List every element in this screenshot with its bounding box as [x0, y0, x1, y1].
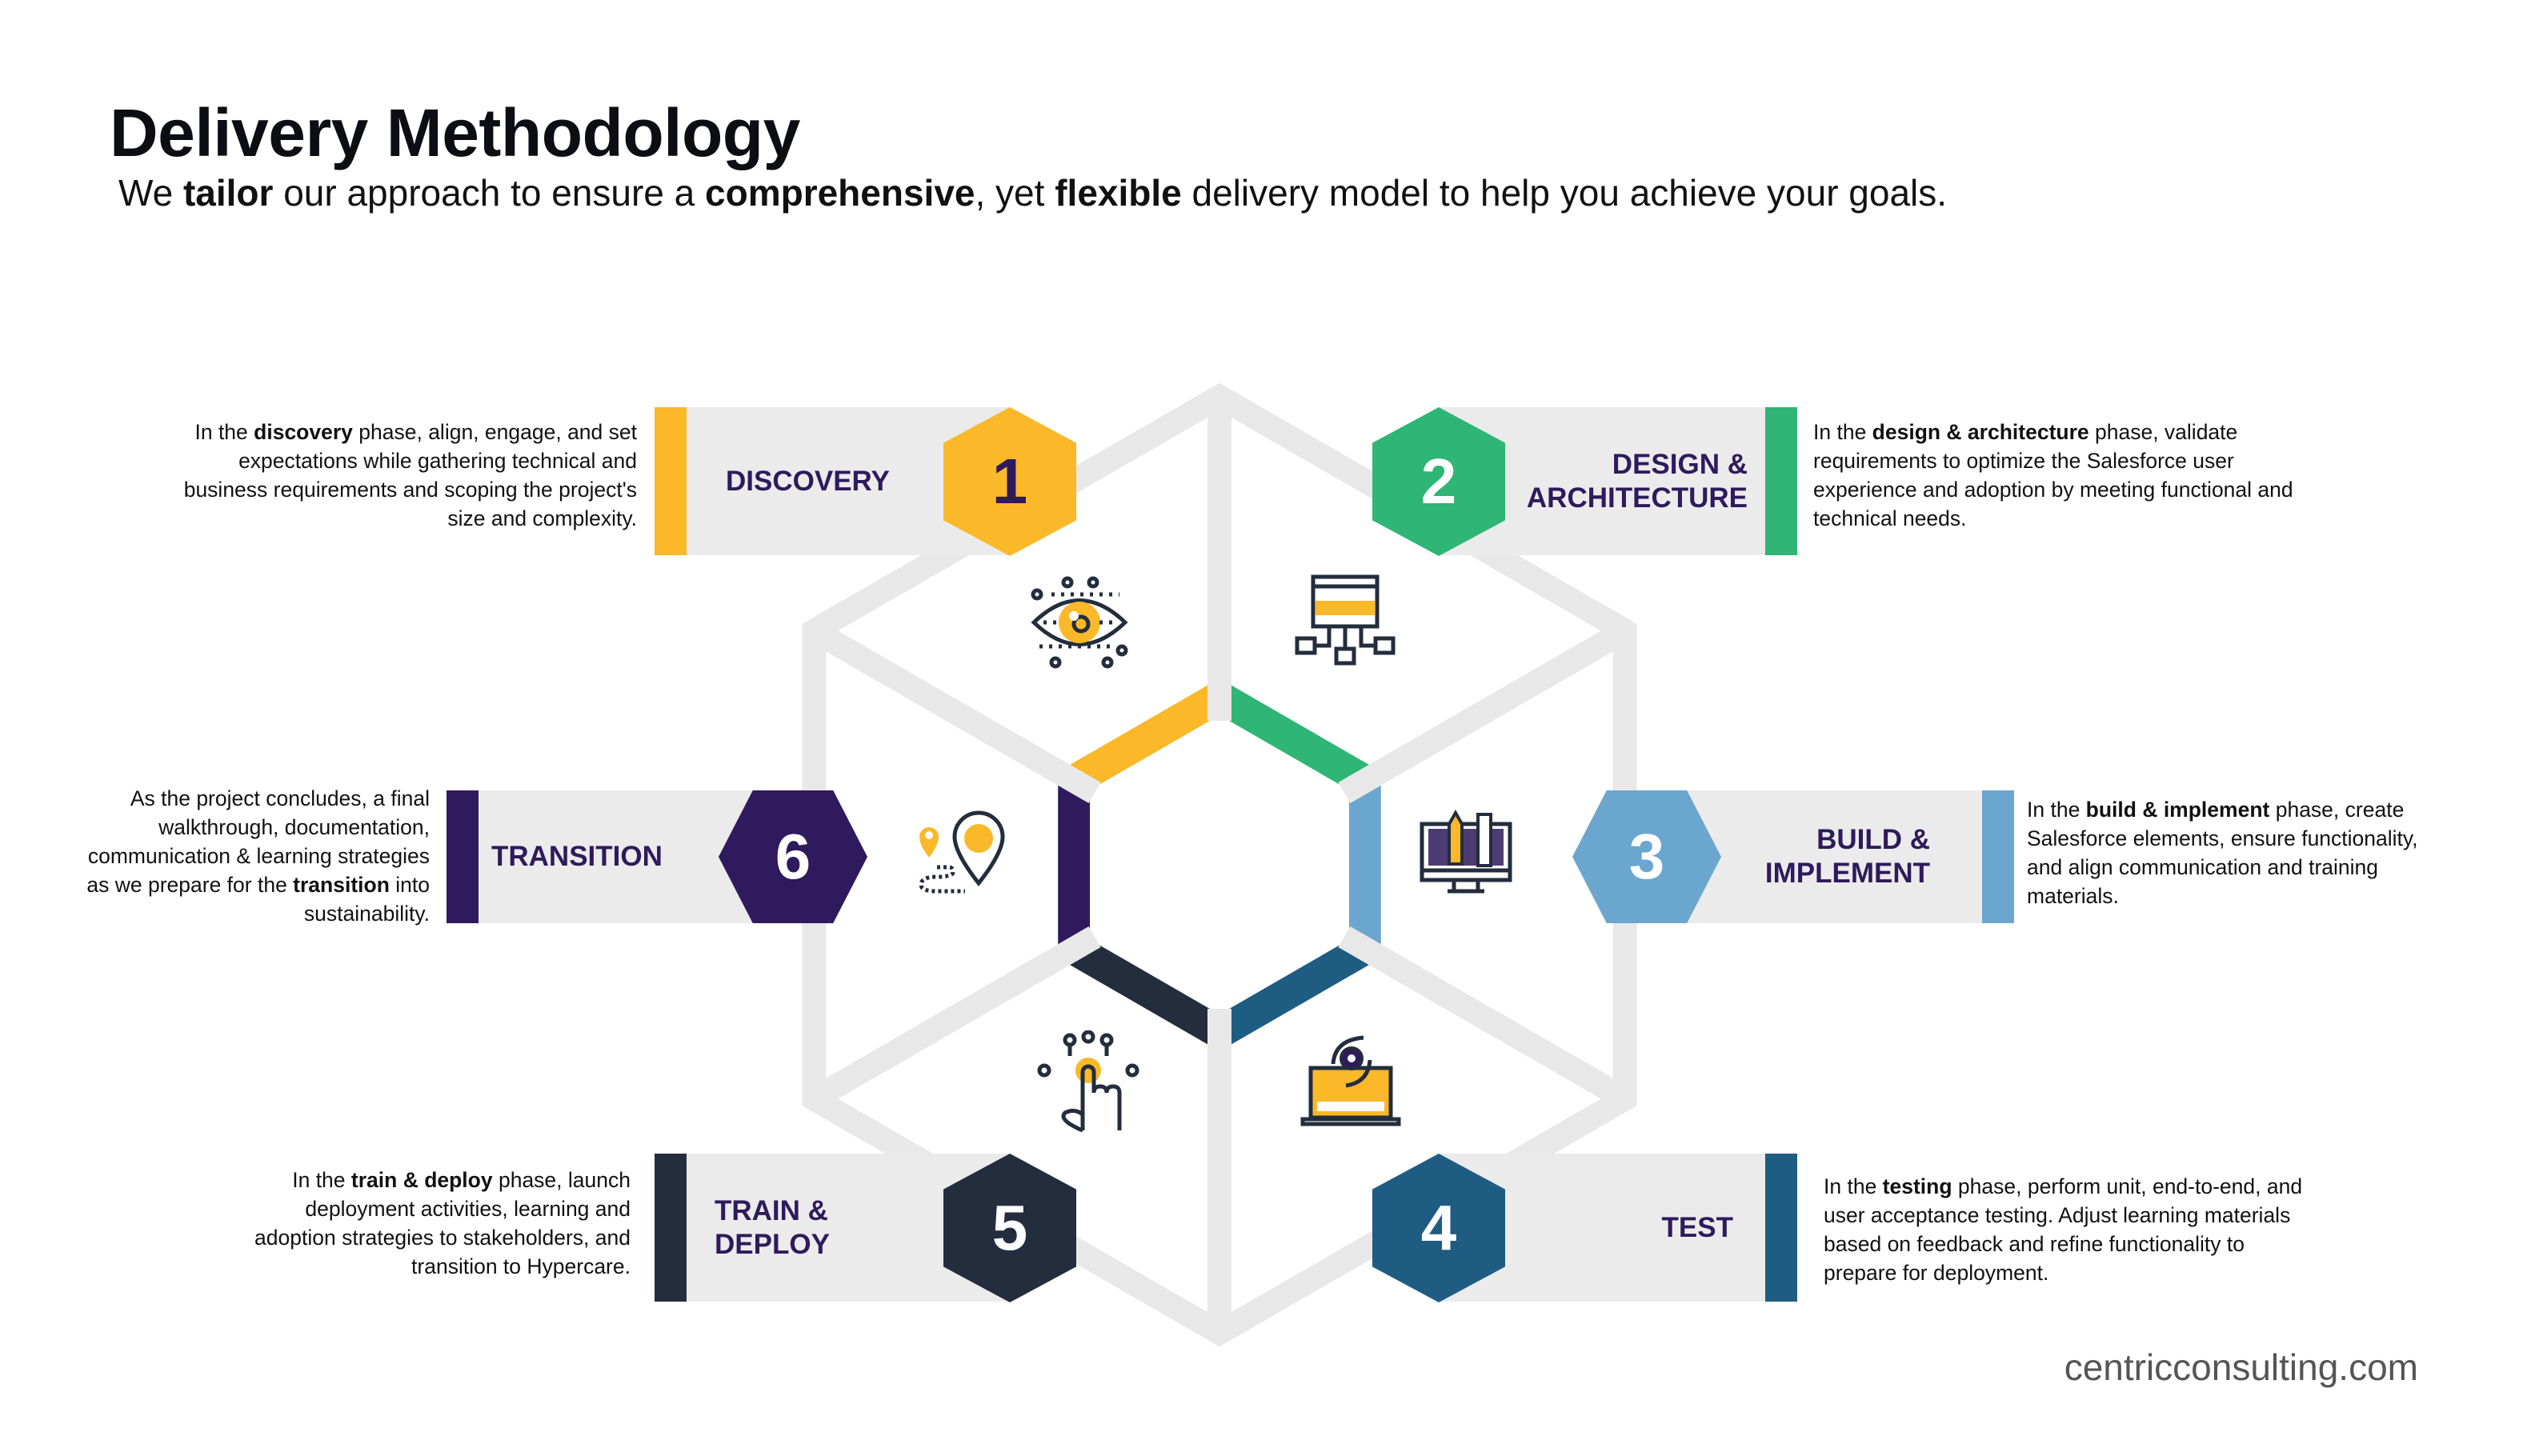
phase-label: DISCOVERY [726, 465, 890, 497]
desc-text: phase, validate requirements to optimize… [1813, 420, 2293, 530]
phase-description-discovery: In the discovery phase, align, engage, a… [178, 418, 637, 533]
desc-bold: transition [293, 873, 390, 897]
phase-label-line: IMPLEMENT [1764, 858, 1930, 889]
hexagon-spoke [807, 620, 1101, 803]
phase-description-test: In the testing phase, perform unit, end-… [1824, 1172, 2312, 1287]
subtitle-bold: flexible [1055, 172, 1182, 214]
desc-bold: design & architecture [1872, 420, 2089, 444]
center-band-test [1219, 939, 1381, 1051]
phase-number-badge-3: 3 [1572, 790, 1721, 923]
phase-number-badge-6: 6 [719, 790, 867, 923]
phase-number-badge-2: 2 [1372, 407, 1505, 556]
phase-label: TEST [1661, 1211, 1733, 1243]
desc-text: phase, perform unit, end-to-end, and use… [1824, 1174, 2303, 1285]
color-stripe [447, 790, 479, 923]
color-stripe [655, 1154, 687, 1302]
monitor-design-icon [1420, 809, 1512, 894]
center-band-train [1058, 939, 1219, 1051]
desc-text: In the [292, 1168, 351, 1192]
center-band-build [1348, 771, 1381, 958]
center-band-discovery [1058, 678, 1219, 790]
phase-label-line: TRAIN & [715, 1194, 828, 1226]
page-subtitle: We tailor our approach to ensure a compr… [118, 171, 1947, 214]
phase-description-design: In the design & architecture phase, vali… [1813, 418, 2293, 533]
hand-touch-icon [1037, 1030, 1139, 1133]
phase-description-train: In the train & deploy phase, launch depl… [240, 1166, 631, 1281]
phase-description-transition: As the project concludes, a final walkth… [80, 784, 430, 928]
center-band-transition [1058, 771, 1091, 958]
desc-bold: build & implement [2085, 798, 2270, 822]
desc-text: In the [1824, 1174, 1883, 1198]
desc-text: phase, create Salesforce elements, ensur… [2027, 798, 2418, 908]
subtitle-text: delivery model to help you achieve your … [1181, 172, 1948, 214]
map-pin-route-icon [919, 810, 1005, 894]
desc-text: into sustainability. [303, 873, 430, 926]
website-footer: centricconsulting.com [2064, 1346, 2418, 1388]
phase-label: TRANSITION [491, 841, 663, 872]
desc-bold: discovery [254, 420, 353, 444]
desc-text: In the [2027, 798, 2086, 822]
phase-label: DESIGN &ARCHITECTURE [1527, 448, 1748, 515]
hexagon-spoke [1338, 620, 1632, 803]
color-stripe [655, 407, 687, 555]
subtitle-bold: tailor [182, 172, 274, 214]
phase-label: TRAIN &DEPLOY [715, 1194, 830, 1262]
desc-text: As the project concludes, a final walkth… [86, 786, 430, 897]
laptop-refresh-icon [1300, 1035, 1401, 1126]
phase-label-line: ARCHITECTURE [1526, 482, 1748, 514]
color-stripe [1765, 1154, 1797, 1302]
desc-text: In the [194, 420, 254, 444]
desc-text: phase, align, engage, and set expectatio… [183, 420, 637, 530]
sitemap-icon [1295, 574, 1396, 666]
phase-label-line: DESIGN & [1612, 448, 1748, 480]
phase-description-build: In the build & implement phase, create S… [2027, 795, 2443, 910]
subtitle-bold: comprehensive [705, 172, 975, 214]
desc-bold: train & deploy [350, 1168, 493, 1192]
phase-number-badge-5: 5 [943, 1154, 1076, 1302]
eye-icon [1031, 576, 1128, 669]
phase-label-line: BUILD & [1816, 824, 1930, 855]
phase-label: BUILD &IMPLEMENT [1765, 823, 1930, 890]
color-stripe [1765, 407, 1797, 555]
phase-label-line: DEPLOY [715, 1228, 830, 1260]
phase-number-badge-4: 4 [1372, 1154, 1505, 1302]
hexagon-spoke [807, 926, 1101, 1110]
desc-text: In the [1813, 420, 1872, 444]
desc-bold: testing [1882, 1174, 1952, 1198]
center-band-design [1219, 678, 1381, 790]
subtitle-text: , yet [975, 172, 1055, 214]
desc-text: phase, launch deployment activities, lea… [254, 1168, 631, 1278]
phase-number-badge-1: 1 [943, 407, 1076, 556]
subtitle-text: We [118, 172, 183, 214]
color-stripe [1982, 790, 2014, 923]
hexagon-spoke [1338, 926, 1632, 1110]
page-title: Delivery Methodology [110, 95, 800, 170]
subtitle-text: our approach to ensure a [273, 172, 706, 214]
